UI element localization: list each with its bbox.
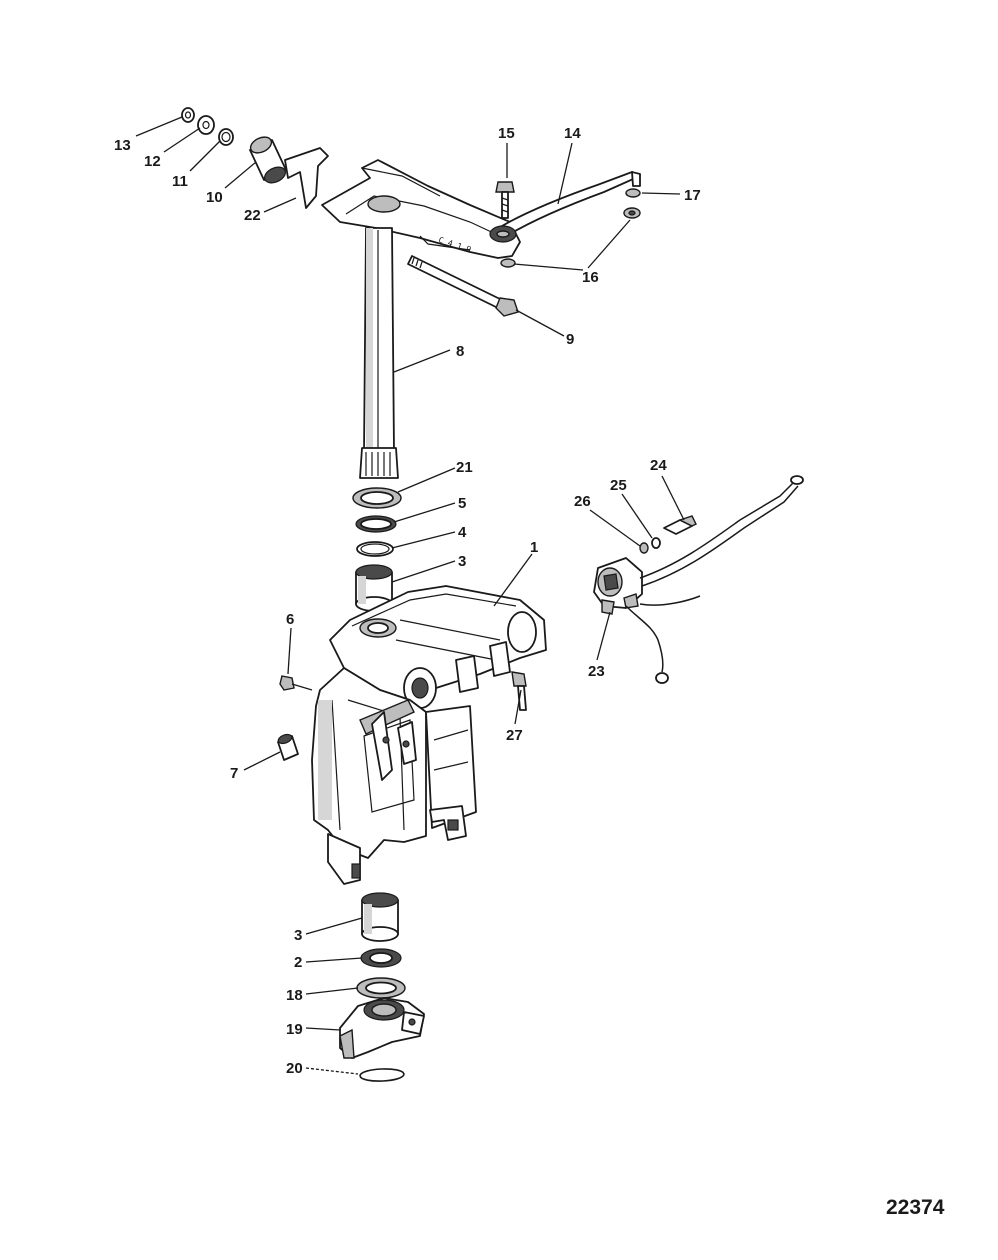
leader-5	[393, 502, 456, 523]
leader-26	[589, 509, 641, 547]
leader-18	[305, 987, 359, 995]
washer-11	[218, 128, 234, 146]
steering-yoke-19	[339, 997, 425, 1059]
part-label-14: 14	[564, 125, 581, 142]
washer-25	[651, 537, 661, 549]
bushing-7	[277, 733, 299, 761]
part-label-12: 12	[144, 153, 161, 170]
leader-10	[224, 161, 257, 189]
long-bolt-9	[407, 255, 519, 317]
part-label-4: 4	[458, 524, 467, 541]
leader-27	[514, 689, 522, 725]
leader-23	[596, 611, 611, 661]
ring-4	[356, 541, 394, 557]
part-label-22: 22	[244, 207, 261, 224]
leader-16a	[513, 263, 584, 271]
part-label-18: 18	[286, 987, 303, 1004]
leader-19	[305, 1027, 341, 1031]
leader-20	[305, 1067, 359, 1075]
leader-3a	[391, 560, 456, 583]
leader-9	[515, 309, 565, 337]
part-label-27: 27	[506, 727, 523, 744]
document-number: 22374	[886, 1196, 945, 1219]
bushing-10	[249, 136, 287, 184]
nut-16-lower	[500, 258, 516, 268]
leader-22	[263, 197, 297, 213]
washer-18	[356, 977, 406, 999]
nut-26	[639, 542, 649, 554]
part-labels: 13 12 11 10 22 15 14 17 16 9 8 21 5 4 3 …	[114, 125, 701, 1077]
bracket-plate-22	[284, 147, 329, 209]
leader-3b	[305, 917, 363, 935]
leader-1	[493, 553, 533, 607]
part-label-5: 5	[458, 495, 466, 512]
leader-11	[189, 140, 221, 172]
part-label-16: 16	[582, 269, 599, 286]
nut-16-upper	[623, 207, 641, 219]
seal-5	[355, 515, 397, 533]
switch-23	[593, 557, 643, 615]
swivel-bracket-1	[311, 585, 547, 885]
link-rod-14	[489, 171, 641, 243]
part-label-3-upper: 3	[458, 553, 466, 570]
part-label-8: 8	[456, 343, 464, 360]
part-label-6: 6	[286, 611, 294, 628]
part-label-10: 10	[206, 189, 223, 206]
leader-6	[287, 627, 292, 675]
bushing-3-lower	[361, 892, 399, 942]
part-label-2: 2	[294, 954, 302, 971]
leader-2	[305, 957, 363, 963]
part-label-21: 21	[456, 459, 473, 476]
part-label-26: 26	[574, 493, 591, 510]
part-label-13: 13	[114, 137, 131, 154]
leader-17	[641, 192, 681, 195]
part-label-25: 25	[610, 477, 627, 494]
steering-shaft-8	[359, 227, 399, 479]
leader-13	[135, 116, 183, 137]
screw-27	[511, 671, 527, 711]
leader-21	[397, 467, 456, 493]
part-label-24: 24	[650, 457, 667, 474]
washer-13	[181, 107, 195, 123]
bolt-15	[495, 181, 515, 219]
leader-16b	[587, 219, 631, 269]
part-label-3-lower: 3	[294, 927, 302, 944]
washer-21	[352, 487, 402, 509]
part-label-15: 15	[498, 125, 515, 142]
leader-12	[163, 127, 201, 153]
leader-14	[557, 142, 573, 205]
part-label-19: 19	[286, 1021, 303, 1038]
leader-7	[243, 751, 281, 771]
nut-17	[625, 188, 641, 198]
part-label-7: 7	[230, 765, 238, 782]
switch-wiring	[625, 475, 804, 684]
part-label-9: 9	[566, 331, 574, 348]
leader-8	[393, 349, 451, 373]
leader-4	[391, 531, 456, 549]
steering-arm: C 4 1 9	[321, 159, 521, 259]
snap-ring-20	[359, 1068, 405, 1082]
leader-24	[661, 475, 685, 521]
seal-2	[360, 948, 402, 968]
part-label-17: 17	[684, 187, 701, 204]
part-label-1: 1	[530, 539, 538, 556]
part-label-23: 23	[588, 663, 605, 680]
washer-12	[197, 115, 215, 135]
leader-25	[621, 493, 653, 539]
screw-24	[663, 515, 697, 535]
part-label-11: 11	[172, 173, 188, 190]
bolt-6	[279, 675, 313, 691]
part-label-20: 20	[286, 1060, 303, 1077]
leader-lines	[135, 116, 685, 1075]
